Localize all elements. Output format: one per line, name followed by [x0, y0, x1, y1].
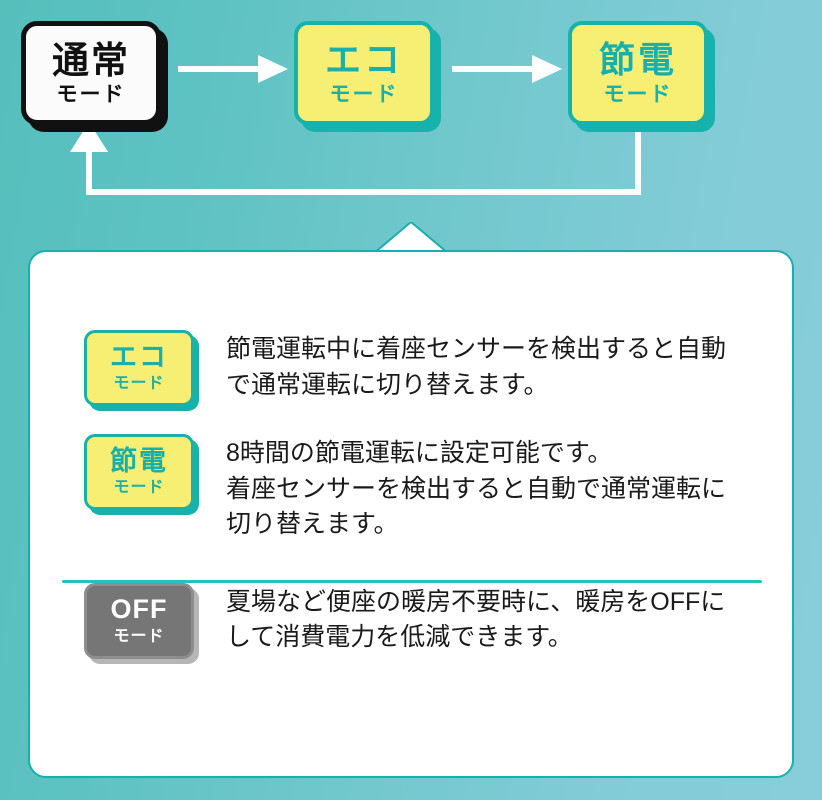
flow-node-eco-title: エコ — [324, 38, 403, 80]
flow-arrows — [70, 55, 641, 195]
badge-off-mode: OFF モード — [84, 582, 194, 659]
info-card: エコ モード 節電運転中に着座センサーを検出すると自動 で通常運転に切り替えます… — [28, 250, 794, 778]
badge-eco-subtitle: モード — [113, 375, 165, 392]
badge-eco-mode: エコ モード — [84, 330, 194, 406]
flow-node-eco-subtitle: モード — [329, 82, 399, 106]
flow-node-eco-mode: エコ モード — [294, 21, 434, 125]
arrow-eco-to-saver — [452, 55, 562, 83]
flow-node-normal-subtitle: モード — [56, 82, 126, 106]
badge-eco-title: エコ — [110, 342, 168, 372]
info-row-eco: エコ モード 節電運転中に着座センサーを検出すると自動 で通常運転に切り替えます… — [30, 330, 796, 406]
info-card-rows: エコ モード 節電運転中に着座センサーを検出すると自動 で通常運転に切り替えます… — [30, 252, 796, 659]
badge-saver-subtitle: モード — [113, 479, 165, 496]
flow-node-saver-title: 節電 — [598, 38, 677, 80]
badge-off-title: OFF — [110, 594, 168, 624]
info-text-off: 夏場など便座の暖房不要時に、暖房をOFFに して消費電力を低減できます。 — [226, 587, 726, 652]
info-row-off: OFF モード 夏場など便座の暖房不要時に、暖房をOFFに して消費電力を低減で… — [30, 582, 796, 659]
flow-node-normal-mode: 通常 モード — [21, 21, 161, 125]
arrow-saver-to-normal — [70, 122, 641, 195]
badge-saver-mode: 節電 モード — [84, 434, 194, 510]
flow-node-normal-title: 通常 — [52, 39, 130, 81]
info-text-saver: 8時間の節電運転に設定可能です。 着座センサーを検出すると自動で通常運転に 切り… — [226, 439, 727, 538]
info-text-eco: 節電運転中に着座センサーを検出すると自動 で通常運転に切り替えます。 — [226, 335, 727, 399]
arrow-normal-to-eco — [178, 55, 288, 83]
info-row-saver: 節電 モード 8時間の節電運転に設定可能です。 着座センサーを検出すると自動で通… — [30, 434, 796, 543]
badge-off-subtitle: モード — [113, 628, 165, 645]
badge-saver-title: 節電 — [110, 446, 168, 476]
flow-node-saver-mode: 節電 モード — [568, 21, 708, 125]
section-divider — [62, 580, 762, 583]
flow-node-saver-subtitle: モード — [603, 82, 673, 106]
